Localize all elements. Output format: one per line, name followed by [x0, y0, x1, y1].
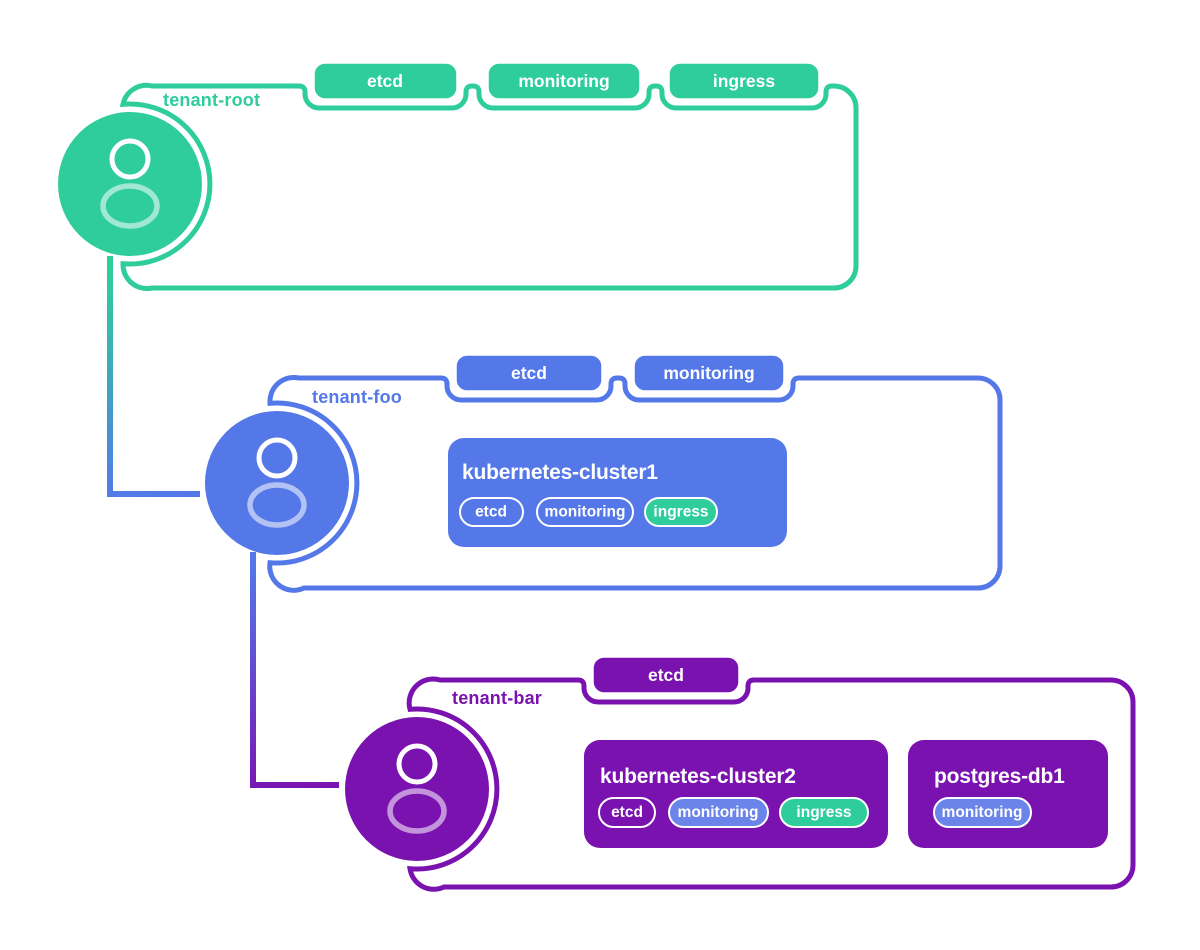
tenant-foo-label: tenant-foo: [312, 387, 402, 407]
tag-pill: [311, 60, 460, 102]
tenant-bar-boundary: [406, 676, 1136, 892]
user-icon-body: [387, 788, 447, 834]
resource-title: postgres-db1: [934, 765, 1065, 788]
tenant-bar-label: tenant-bar: [452, 688, 542, 708]
resource-card-postgres-db1: postgres-db1 monitoring: [908, 740, 1108, 848]
tenant-bar-avatar: [345, 717, 489, 861]
tenant-foo-boundary: [267, 374, 1003, 593]
tenant-foo-group: tenant-foo etcd monitoring kubernetes-cl…: [205, 352, 1003, 593]
tenant-root-avatar: [58, 112, 202, 256]
tag-label: etcd: [648, 665, 684, 685]
resource-card-kubernetes-cluster2: kubernetes-cluster2 etcd monitoring ingr…: [584, 740, 888, 848]
tag-pill: [666, 60, 822, 102]
resource-card: [908, 740, 1108, 848]
chip-green: [779, 797, 869, 828]
resource-title: kubernetes-cluster2: [600, 765, 796, 788]
chip-blue: [933, 797, 1032, 828]
tag-label: monitoring: [518, 71, 609, 91]
chip-green: [644, 497, 718, 527]
tenant-bar-group: tenant-bar etcd kubernetes-cluster2 etcd…: [345, 654, 1136, 892]
tenant-foo-avatar: [205, 411, 349, 555]
user-icon: [109, 138, 151, 180]
chip-label: ingress: [653, 504, 708, 521]
chip-label: etcd: [611, 804, 643, 821]
tag-label: etcd: [367, 71, 403, 91]
resource-card: [584, 740, 888, 848]
chip-outline: [598, 797, 656, 828]
chip-label: etcd: [475, 504, 507, 521]
user-icon-body: [100, 183, 160, 229]
tag-label: monitoring: [663, 363, 754, 383]
user-icon: [256, 437, 298, 479]
user-icon-body: [247, 482, 307, 528]
connector-root-to-foo: [107, 256, 200, 497]
chip-outline: [536, 497, 634, 527]
resource-card-kubernetes-cluster1: kubernetes-cluster1 etcd monitoring ingr…: [448, 438, 787, 547]
tenant-root-tags: etcd monitoring ingress: [311, 60, 822, 102]
chip-label: ingress: [796, 804, 851, 821]
tag-label: ingress: [713, 71, 776, 91]
tenant-foo-tags: etcd monitoring: [453, 352, 787, 394]
tag-pill: [631, 352, 787, 394]
tenant-root-label: tenant-root: [163, 90, 260, 110]
chip-label: monitoring: [942, 804, 1023, 821]
tag-label: etcd: [511, 363, 547, 383]
user-icon: [396, 743, 438, 785]
tenant-root-boundary: [119, 82, 859, 292]
tenant-root-group: tenant-root etcd monitoring ingress: [58, 60, 859, 292]
chip-outline: [459, 497, 524, 527]
resource-title: kubernetes-cluster1: [462, 461, 658, 484]
tag-pill: [590, 654, 742, 696]
chip-blue: [668, 797, 769, 828]
connector-foo-to-bar: [250, 552, 339, 788]
tenant-bar-tags: etcd: [590, 654, 742, 696]
chip-label: monitoring: [545, 504, 626, 521]
resource-card: [448, 438, 787, 547]
tag-pill: [453, 352, 605, 394]
tag-pill: [485, 60, 643, 102]
chip-label: monitoring: [678, 804, 759, 821]
